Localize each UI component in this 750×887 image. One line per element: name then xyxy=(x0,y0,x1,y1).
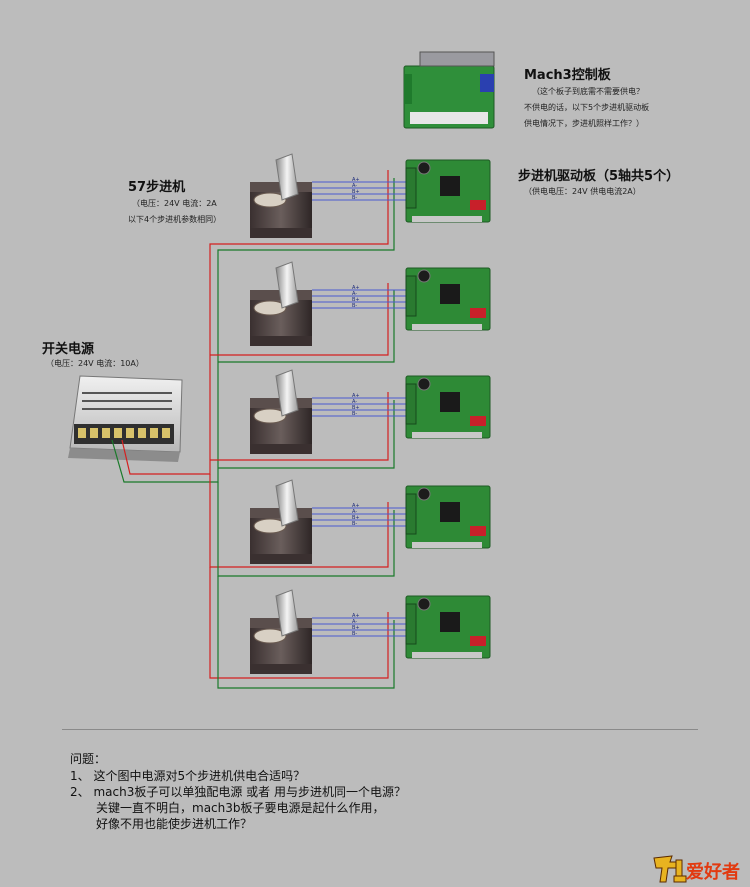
motor-unit-3: A+A-B+B- xyxy=(250,369,491,454)
power-supply xyxy=(68,375,183,462)
psu-title: 开关电源 xyxy=(42,342,95,357)
motor-unit-4: A+A-B+B- xyxy=(250,479,491,564)
controller-note-1: （这个板子到底需不需要供电？ xyxy=(532,87,644,96)
motor-shaft-3 xyxy=(275,369,299,417)
wire-label: B+ xyxy=(352,297,360,303)
wire-label: A- xyxy=(352,399,357,405)
wire-label: B+ xyxy=(352,625,360,631)
wire-label: B- xyxy=(352,521,357,527)
controller-note-2: 不供电的话，以下5个步进机驱动板 xyxy=(524,103,650,112)
wire-label: B+ xyxy=(352,405,360,411)
motor-note: 以下4个步进机参数相同） xyxy=(128,215,222,224)
wire-label: B+ xyxy=(352,515,360,521)
driver-spec: （供电电压：24V 供电电流2A） xyxy=(524,187,641,196)
questions-heading: 问题： xyxy=(70,752,107,766)
wire-label: B- xyxy=(352,411,357,417)
logo-text: 爱好者 xyxy=(686,862,740,883)
motor-shaft-2 xyxy=(275,261,299,309)
wire-label: B+ xyxy=(352,189,360,195)
motor-unit-2: A+A-B+B- xyxy=(250,261,491,346)
controller-title: Mach3控制板 xyxy=(524,68,611,83)
wire-label: A+ xyxy=(352,393,360,399)
wire-label: A- xyxy=(352,509,357,515)
question-1: 1、 这个图中电源对5个步进机供电合适吗？ xyxy=(70,769,306,783)
motor-title: 57步进机 xyxy=(128,180,186,195)
controller-note-3: 供电情况下，步进机照样工作？） xyxy=(524,119,644,128)
motor-unit-5: A+A-B+B- xyxy=(250,589,491,674)
motor-shaft-5 xyxy=(275,589,299,637)
motor-unit-1: A+A-B+B- xyxy=(250,153,491,238)
wire-label: B- xyxy=(352,303,357,309)
question-2-detail-1: 关键一直不明白，mach3b板子要电源是起什么作用， xyxy=(96,801,385,815)
wire-label: A+ xyxy=(352,285,360,291)
motor-shaft-1 xyxy=(275,153,299,201)
motor-shaft-4 xyxy=(275,479,299,527)
wire-label: A- xyxy=(352,291,357,297)
psu-spec: （电压：24V 电流：10A） xyxy=(46,359,144,368)
site-logo xyxy=(653,855,687,883)
wire-label: A+ xyxy=(352,613,360,619)
question-2-detail-2: 好像不用也能使步进机工作？ xyxy=(96,817,253,831)
wire-label: B- xyxy=(352,631,357,637)
divider xyxy=(62,729,698,730)
wire-label: A- xyxy=(352,183,357,189)
wire-label: A- xyxy=(352,619,357,625)
wire-label: A+ xyxy=(352,503,360,509)
motor-spec: （电压：24V 电流：2A xyxy=(132,199,217,208)
mach3-controller-board xyxy=(403,51,495,129)
wire-label: B- xyxy=(352,195,357,201)
driver-title: 步进机驱动板（5轴共5个） xyxy=(518,169,680,184)
wire-label: A+ xyxy=(352,177,360,183)
question-2: 2、 mach3板子可以单独配电源 或者 用与步进机同一个电源？ xyxy=(70,785,406,799)
